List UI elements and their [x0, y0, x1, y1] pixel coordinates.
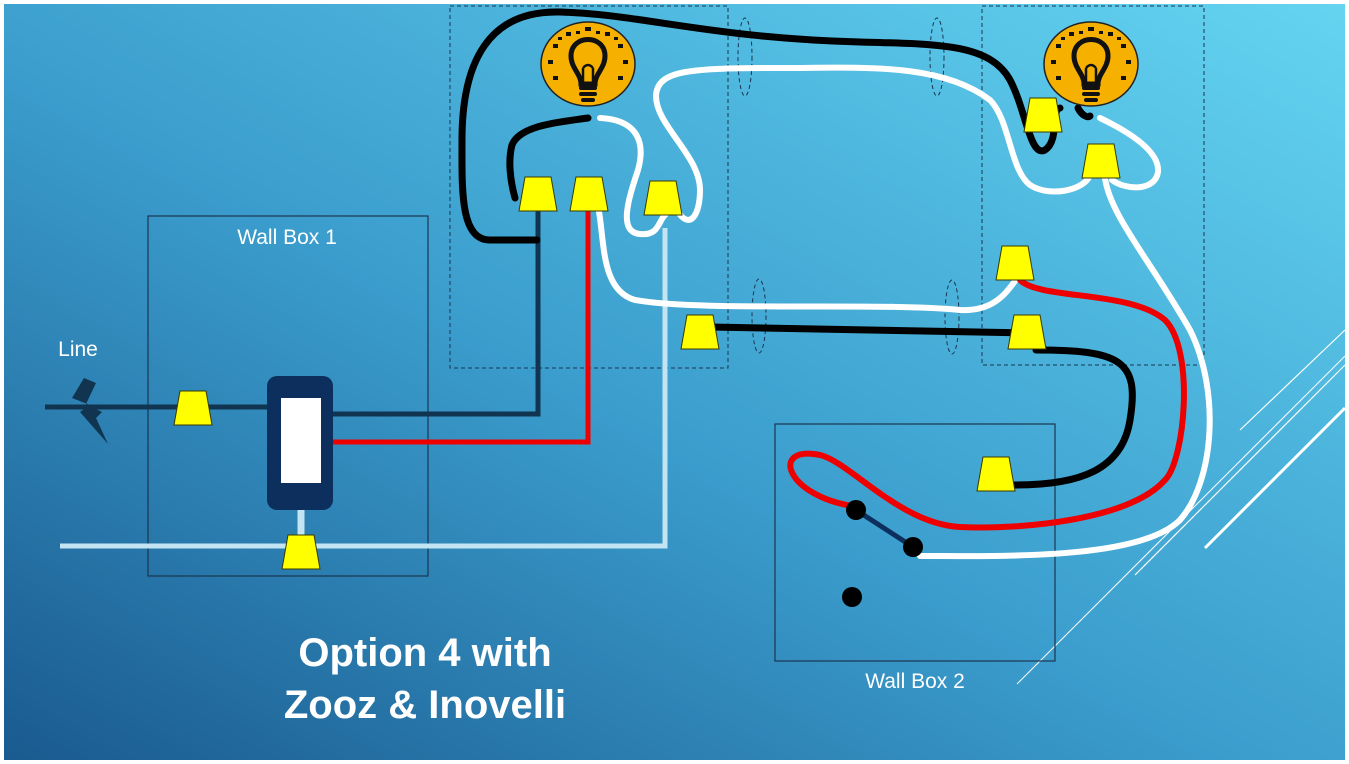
wall-box-1-outline	[147, 215, 429, 577]
red-traveler-wallbox2	[787, 277, 1187, 531]
wire-nut-icon	[173, 390, 213, 426]
slide-background	[4, 4, 1345, 760]
wall-box-1-label: Wall Box 1	[237, 226, 337, 249]
wire-nut-icon	[1081, 143, 1121, 179]
wire-nut-icon	[680, 314, 720, 350]
wall-box-2-label: Wall Box 2	[865, 670, 965, 693]
wire-nut-icon	[518, 176, 558, 212]
switch-terminal-common	[846, 500, 866, 520]
black-wires	[458, 8, 1136, 489]
cable-ellipses	[737, 17, 960, 355]
lightning-icon	[72, 378, 108, 444]
red-wire-wallbox1	[330, 206, 591, 445]
white-wires	[595, 64, 1213, 560]
three-way-switch	[842, 500, 923, 607]
wall-box-2-outline	[774, 423, 1056, 662]
wire-nut-icon	[1007, 314, 1047, 350]
switch-icon	[267, 376, 333, 510]
box-outlines	[147, 5, 1205, 662]
wire-nut-icon	[976, 456, 1016, 492]
slide-title-line-2: Zooz & Inovelli	[284, 683, 566, 727]
slide-title-line-1: Option 4 with	[298, 631, 551, 675]
light-bulb-icon	[1044, 22, 1138, 106]
wire-nut-icon	[643, 180, 683, 216]
wire-nut-icon	[995, 245, 1035, 281]
wire-nut-icon	[1023, 97, 1063, 133]
light-bulb-icon	[541, 22, 635, 106]
wire-nut-icon	[569, 176, 609, 212]
switch-terminal-traveler-2	[842, 587, 862, 607]
switch-terminal-traveler-1	[903, 537, 923, 557]
line-label: Line	[58, 338, 98, 361]
load-wire-to-light-box	[325, 206, 541, 417]
neutral-wire-wallbox1	[60, 228, 668, 549]
light-box-2-outline	[981, 5, 1205, 366]
wire-nut-icon	[281, 534, 321, 570]
